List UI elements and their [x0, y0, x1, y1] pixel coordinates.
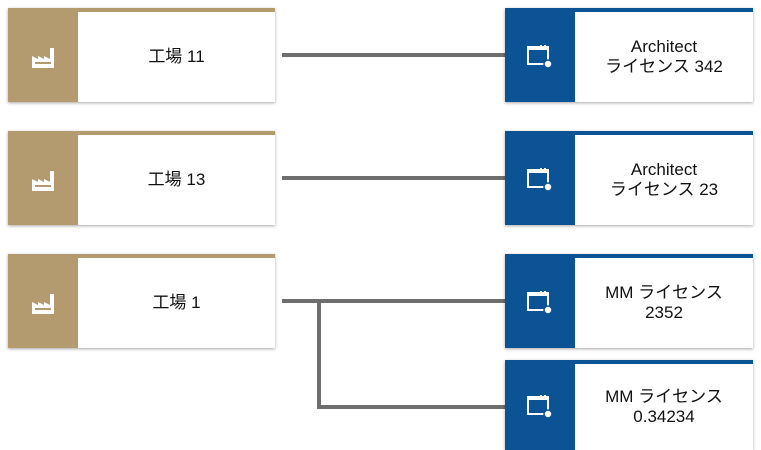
application-window-icon — [527, 168, 553, 192]
license-node-mm-2352[interactable]: MM ライセンス 2352 — [505, 254, 753, 348]
license-name-line1: Architect — [630, 160, 698, 179]
license-icon-panel — [505, 12, 575, 102]
factory-icon-panel — [8, 258, 78, 348]
license-icon-panel — [505, 258, 575, 348]
license-label: MM ライセンス 0.34234 — [575, 364, 753, 450]
license-name-line1: Architect — [630, 37, 698, 56]
factory-icon — [32, 294, 54, 314]
license-icon-panel — [505, 135, 575, 225]
factory-node-1[interactable]: 工場 1 — [8, 254, 275, 348]
license-name-line1: MM ライセンス — [605, 387, 723, 406]
application-window-icon — [527, 291, 553, 315]
license-label: MM ライセンス 2352 — [575, 258, 753, 348]
license-label: Architect ライセンス 342 — [575, 12, 753, 102]
license-label: Architect ライセンス 23 — [575, 135, 753, 225]
license-icon-panel — [505, 364, 575, 450]
license-node-architect-342[interactable]: Architect ライセンス 342 — [505, 8, 753, 102]
factory-label: 工場 13 — [78, 135, 275, 225]
factory-icon-panel — [8, 12, 78, 102]
connector-factory1-to-license034234 — [317, 301, 505, 409]
license-name-line2: 0.34234 — [633, 407, 695, 426]
factory-name: 工場 13 — [147, 170, 206, 189]
factory-node-13[interactable]: 工場 13 — [8, 131, 275, 225]
license-node-mm-034234[interactable]: MM ライセンス 0.34234 — [505, 360, 753, 450]
factory-label: 工場 11 — [78, 12, 275, 102]
application-window-icon — [527, 45, 553, 69]
license-name-line1: MM ライセンス — [605, 283, 723, 302]
license-name-line2: ライセンス 23 — [609, 180, 719, 199]
application-window-icon — [527, 395, 553, 419]
license-node-architect-23[interactable]: Architect ライセンス 23 — [505, 131, 753, 225]
factory-name: 工場 11 — [148, 47, 205, 66]
license-name-line2: 2352 — [645, 303, 683, 322]
factory-icon — [32, 171, 54, 191]
factory-icon — [32, 48, 54, 68]
factory-node-11[interactable]: 工場 11 — [8, 8, 275, 102]
license-name-line2: ライセンス 342 — [605, 57, 723, 76]
factory-name: 工場 1 — [152, 293, 201, 312]
factory-icon-panel — [8, 135, 78, 225]
factory-label: 工場 1 — [78, 258, 275, 348]
